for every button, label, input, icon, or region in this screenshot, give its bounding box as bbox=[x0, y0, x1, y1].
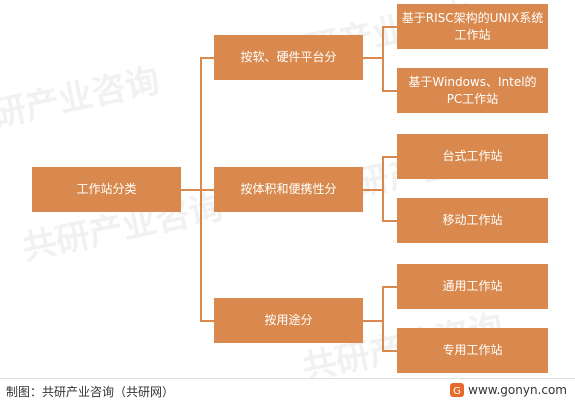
connector-line bbox=[382, 350, 397, 352]
source-credit: 制图：共研产业咨询（共研网） bbox=[6, 385, 175, 399]
leaf-node: 通用工作站 bbox=[397, 264, 548, 309]
leaf-node: 基于Windows、Intel的PC工作站 bbox=[397, 68, 548, 113]
connector-line bbox=[382, 26, 384, 92]
connector-line bbox=[200, 320, 214, 322]
connector-line bbox=[382, 90, 397, 92]
connector-line bbox=[382, 286, 397, 288]
svg-text:G: G bbox=[453, 386, 461, 397]
leaf-node: 专用工作站 bbox=[397, 328, 548, 373]
website-credit[interactable]: G www.gonyn.com bbox=[450, 383, 567, 397]
footer: 制图：共研产业咨询（共研网） G www.gonyn.com bbox=[0, 378, 575, 402]
connector-line bbox=[382, 286, 384, 352]
leaf-node: 基于RISC架构的UNIX系统工作站 bbox=[397, 4, 548, 49]
connector-line bbox=[363, 189, 383, 191]
website-url: www.gonyn.com bbox=[468, 383, 567, 397]
category-node-usage: 按用途分 bbox=[214, 298, 363, 343]
connector-line bbox=[382, 220, 397, 222]
connector-line bbox=[382, 156, 384, 222]
leaf-node: 台式工作站 bbox=[397, 134, 548, 179]
watermark: 研产业咨询 bbox=[0, 60, 164, 136]
category-node-platform: 按软、硬件平台分 bbox=[214, 35, 363, 80]
gonyn-logo-icon: G bbox=[450, 383, 465, 397]
connector-line bbox=[200, 189, 214, 191]
root-node: 工作站分类 bbox=[32, 167, 181, 212]
connector-line bbox=[363, 320, 383, 322]
category-node-portability: 按体积和便携性分 bbox=[214, 167, 363, 212]
connector-line bbox=[382, 156, 397, 158]
connector-line bbox=[200, 57, 214, 59]
connector-line bbox=[363, 57, 383, 59]
leaf-node: 移动工作站 bbox=[397, 198, 548, 243]
connector-line bbox=[382, 26, 397, 28]
connector-line bbox=[181, 189, 201, 191]
